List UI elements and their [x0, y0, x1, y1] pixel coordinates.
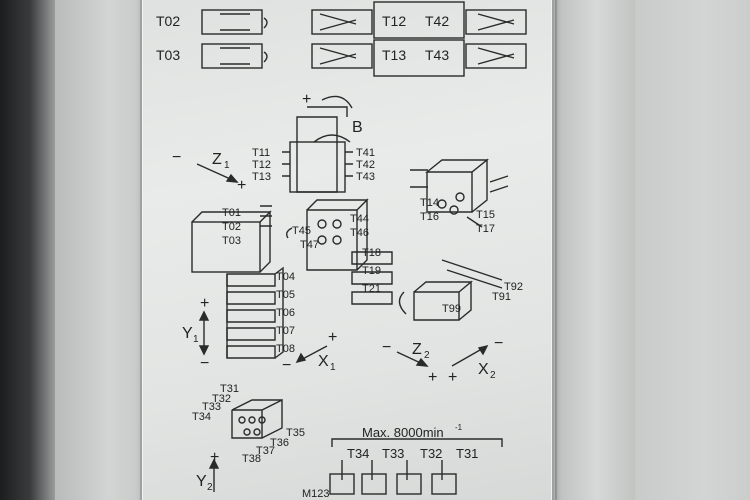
label-t42: T42: [356, 159, 375, 171]
label-t37: T37: [256, 445, 275, 457]
label-t11: T11: [252, 147, 270, 159]
label-t41: T41: [356, 147, 375, 159]
label-t08: T08: [276, 343, 295, 355]
label-t99: T99: [442, 303, 461, 315]
label-t04: T04: [276, 271, 295, 283]
label-t38: T38: [242, 453, 261, 465]
label-y2: Y: [196, 473, 207, 490]
label-top-right-a-2: T13: [382, 47, 406, 63]
label-m123: M123: [302, 488, 330, 500]
label-spindle-1: T34: [347, 446, 369, 461]
label-t34: T34: [192, 411, 211, 423]
label-minus-x1: −: [282, 357, 291, 374]
label-plus-y1: +: [200, 295, 209, 312]
label-t16: T16: [420, 211, 439, 223]
label-t36: T36: [270, 437, 289, 449]
label-max-speed: Max. 8000min: [362, 425, 444, 440]
label-b-axis: B: [352, 119, 363, 136]
label-plus-z1: +: [237, 177, 246, 194]
label-t06: T06: [276, 307, 295, 319]
label-z1: Z: [212, 151, 222, 168]
label-z2: Z: [412, 341, 422, 358]
label-x2: X: [478, 361, 489, 378]
label-t14: T14: [420, 197, 439, 209]
label-t02b: T02: [222, 221, 241, 233]
label-minus-y1: −: [200, 355, 209, 372]
label-top-right-b-1: T42: [425, 13, 449, 29]
label-minus-z2: −: [382, 339, 391, 356]
label-z1-sub: 1: [224, 160, 230, 171]
label-y2-sub: 2: [207, 482, 213, 493]
label-top-left-2: T03: [156, 47, 180, 63]
label-t45: T45: [292, 225, 311, 237]
label-t33: T33: [202, 401, 221, 413]
label-t32: T32: [212, 393, 231, 405]
label-t44: T44: [350, 213, 369, 225]
label-top-left-1: T02: [156, 13, 180, 29]
label-t35: T35: [286, 427, 305, 439]
label-t21: T21: [362, 283, 381, 295]
label-x2-sub: 2: [490, 370, 496, 381]
label-plus-z2: +: [428, 369, 437, 386]
label-t47: T47: [300, 239, 319, 251]
label-t18: T18: [362, 247, 381, 259]
label-plus-x2: +: [448, 369, 457, 386]
label-t91: T91: [492, 291, 511, 303]
label-t12: T12: [252, 159, 271, 171]
label-t31: T31: [220, 383, 239, 395]
machine-housing-right: [555, 0, 637, 500]
tool-layout-plate: T02 T03 T12 T13 T42 T43 B + T11 T12 T13 …: [140, 0, 554, 500]
label-t46: T46: [350, 227, 369, 239]
label-t13: T13: [252, 171, 271, 183]
label-t92: T92: [504, 281, 523, 293]
label-spindle-4: T31: [456, 446, 478, 461]
machine-panel-right: [635, 0, 750, 500]
label-spindle-2: T33: [382, 446, 404, 461]
label-top-right-a-1: T12: [382, 13, 406, 29]
label-x1-sub: 1: [330, 362, 336, 373]
label-x1: X: [318, 353, 329, 370]
label-y1-sub: 1: [193, 334, 199, 345]
label-t05: T05: [276, 289, 295, 301]
label-max-speed-sup: -1: [455, 423, 463, 432]
label-z2-sub: 2: [424, 350, 430, 361]
label-minus-x2: −: [494, 335, 503, 352]
label-plus-x1: +: [328, 329, 337, 346]
label-t03b: T03: [222, 235, 241, 247]
label-t43: T43: [356, 171, 375, 183]
label-t15: T15: [476, 209, 495, 221]
label-top-right-b-2: T43: [425, 47, 449, 63]
label-t17: T17: [476, 223, 495, 235]
label-plus-top: +: [302, 91, 311, 108]
label-plus-y2: +: [210, 449, 219, 466]
label-t01: T01: [222, 207, 241, 219]
label-minus-z1: −: [172, 149, 181, 166]
label-y1: Y: [182, 325, 193, 342]
label-spindle-3: T32: [420, 446, 442, 461]
label-t19: T19: [362, 265, 381, 277]
machine-housing-left: [55, 0, 145, 500]
tool-diagram: T02 T03 T12 T13 T42 T43 B + T11 T12 T13 …: [156, 1, 527, 500]
label-t07: T07: [276, 325, 295, 337]
